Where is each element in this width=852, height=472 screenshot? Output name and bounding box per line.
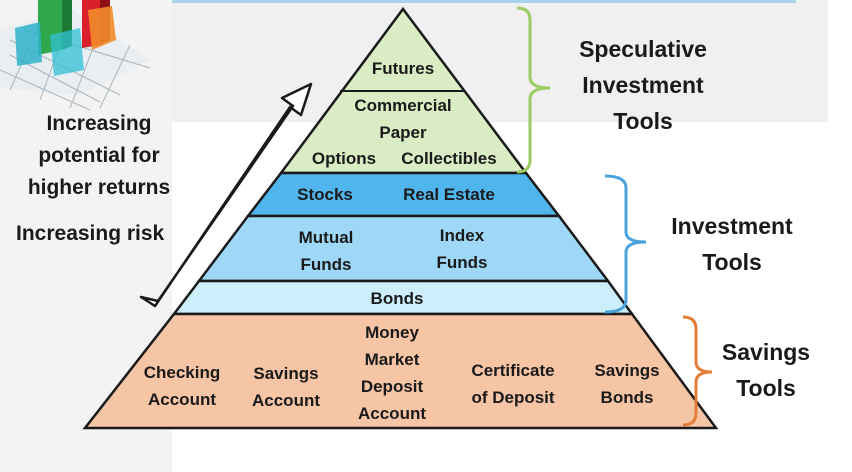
spec-line-3: Tools: [613, 108, 673, 134]
label-savings: Savings: [253, 364, 318, 383]
speculative-brace: [516, 6, 551, 174]
savings-tools-label: Savings Tools: [706, 334, 826, 406]
investment-brace: [604, 174, 647, 314]
tier-savings: [82, 312, 719, 430]
returns-line-3: higher returns: [27, 176, 171, 199]
label-certificate: Certificate: [471, 361, 554, 380]
inv-line-1: Investment: [671, 213, 793, 239]
label-bonds: Bonds: [371, 289, 424, 308]
label-savings-account: Account: [252, 391, 320, 410]
bar-chart-graphic-icon: [0, 0, 151, 111]
label-real-estate: Real Estate: [403, 185, 495, 204]
spec-line-1: Speculative: [579, 36, 707, 62]
spec-line-2: Investment: [582, 72, 704, 98]
sav-line-1: Savings: [721, 339, 811, 365]
tier-funds: [196, 214, 611, 283]
returns-line-1: Increasing: [46, 112, 152, 135]
label-stocks: Stocks: [297, 185, 353, 204]
label-of-deposit: of Deposit: [471, 388, 554, 407]
rising-arrow-icon: [139, 82, 313, 308]
label-deposit: Deposit: [361, 377, 424, 396]
speculative-tools-label: Speculative Investment Tools: [556, 31, 730, 139]
label-checking: Checking: [144, 363, 221, 382]
label-commercial: Commercial: [354, 96, 451, 115]
label-options: Options: [312, 149, 376, 168]
investment-tools-label: Investment Tools: [648, 208, 816, 280]
label-money: Money: [365, 323, 419, 342]
top-background-band: [172, 0, 828, 122]
label-paper: Paper: [379, 123, 427, 142]
sav-line-2: Tools: [736, 375, 796, 401]
label-mutual-funds: Funds: [301, 255, 352, 274]
label-checking-account: Account: [148, 390, 216, 409]
inv-line-2: Tools: [702, 249, 762, 275]
label-index: Index: [440, 226, 485, 245]
label-index-funds: Funds: [437, 253, 488, 272]
label-market: Market: [365, 350, 420, 369]
label-mutual: Mutual: [299, 228, 354, 247]
label-savings-2: Savings: [594, 361, 659, 380]
savings-brace: [682, 315, 713, 427]
label-futures: Futures: [372, 59, 434, 78]
returns-label: Increasing potential for higher returns: [14, 108, 184, 204]
top-accent-rule: [172, 0, 796, 3]
returns-line-2: potential for: [38, 144, 160, 167]
risk-label: Increasing risk: [16, 222, 165, 245]
label-collectibles: Collectibles: [401, 149, 496, 168]
label-savings-bonds: Bonds: [601, 388, 654, 407]
label-mm-account: Account: [358, 404, 426, 423]
